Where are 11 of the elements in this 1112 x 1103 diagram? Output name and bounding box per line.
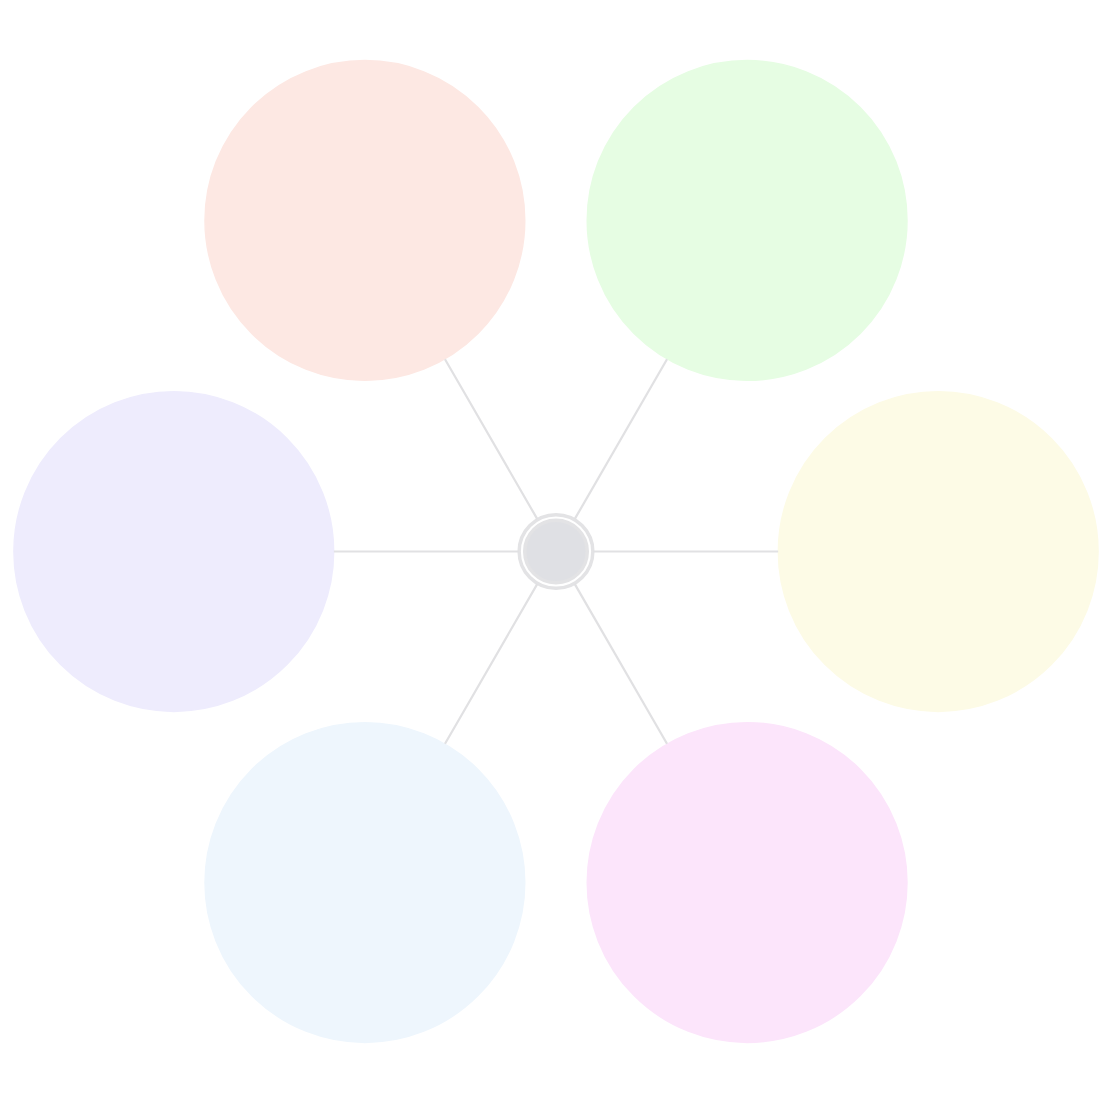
- connector: [573, 358, 668, 520]
- node-circle: [204, 59, 526, 382]
- node-circle: [586, 721, 908, 1044]
- connector: [444, 583, 539, 745]
- node-circle: [13, 390, 335, 713]
- node-circle: [777, 390, 1099, 713]
- node-circle: [517, 512, 595, 591]
- connector: [573, 583, 668, 745]
- node-circle: [586, 59, 908, 382]
- connector: [444, 358, 539, 520]
- node-circle: [204, 721, 526, 1044]
